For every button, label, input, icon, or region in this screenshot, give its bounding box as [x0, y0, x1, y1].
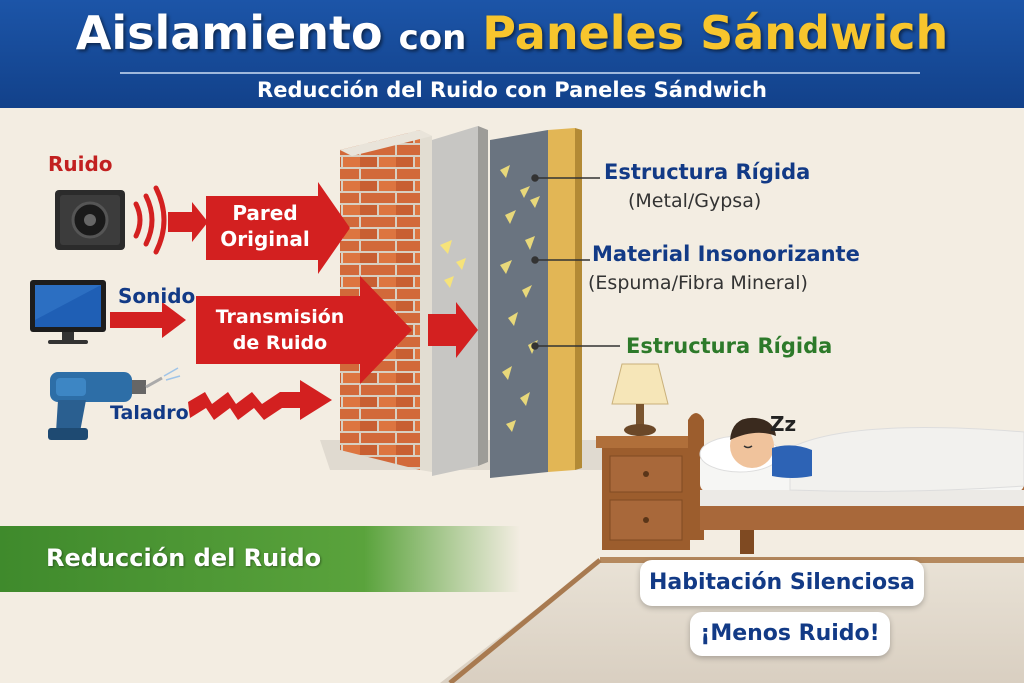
sound-label: Sonido	[118, 284, 196, 308]
zzz-label: Zz	[770, 412, 797, 436]
arrow-transmission-label: Transmisión de Ruido	[215, 306, 345, 354]
sound-waves-icon	[133, 185, 167, 255]
noise-label: Ruido	[48, 152, 113, 176]
layer1-subtitle: (Metal/Gypsa)	[628, 190, 762, 212]
arrow-drill-noise	[188, 380, 332, 420]
nightstand	[596, 436, 696, 550]
layer1-title: Estructura Rígida	[604, 160, 811, 184]
tv-icon	[30, 280, 106, 344]
connector-lines	[531, 174, 620, 350]
drill-sparks-icon	[163, 367, 181, 381]
drill-label: Taladro	[110, 402, 189, 424]
layer3-title: Estructura Rígida	[626, 334, 833, 358]
drill-icon	[48, 372, 163, 440]
lamp-icon	[611, 363, 669, 436]
less-noise-bubble: ¡Menos Ruido!	[690, 612, 890, 656]
green-banner	[0, 526, 520, 592]
title-divider	[120, 72, 920, 74]
speaker-icon	[55, 190, 125, 250]
layer2-subtitle: (Espuma/Fibra Mineral)	[588, 272, 808, 294]
arrow-transmission	[196, 276, 412, 384]
gypsum-board	[432, 126, 488, 476]
header-banner	[0, 0, 1024, 108]
small-arrow-2	[110, 302, 186, 338]
quiet-room-bubble: Habitación Silenciosa	[640, 560, 924, 606]
page-title: Aislamiento con Paneles Sándwich	[75, 6, 949, 60]
arrow-original-wall-label: Pared Original	[220, 201, 310, 251]
page-subtitle: Reducción del Ruido con Paneles Sándwich	[257, 78, 767, 102]
banner-label: Reducción del Ruido	[46, 544, 322, 572]
arrow-original-wall	[206, 182, 350, 274]
small-arrow-1	[168, 202, 208, 242]
sleeping-person	[730, 417, 812, 478]
insulation-panel	[440, 128, 582, 478]
layer2-title: Material Insonorizante	[592, 242, 860, 266]
arrow-through-wall	[428, 302, 478, 358]
